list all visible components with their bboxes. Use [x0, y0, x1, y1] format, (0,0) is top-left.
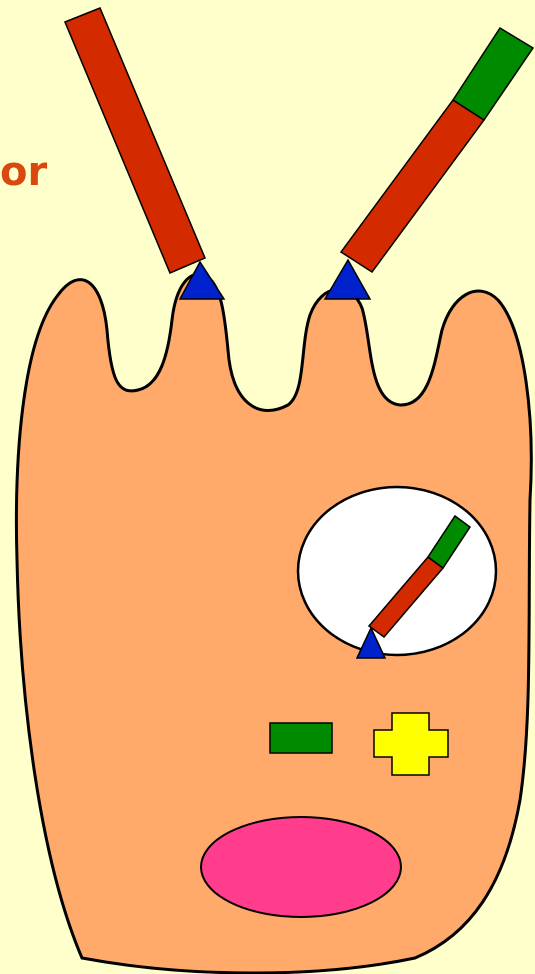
nucleus	[201, 817, 401, 917]
vesicle	[298, 487, 496, 655]
right-rod-red	[341, 100, 484, 272]
right-rod-green	[453, 28, 533, 120]
green-block	[270, 723, 332, 753]
left-rod	[65, 8, 205, 273]
